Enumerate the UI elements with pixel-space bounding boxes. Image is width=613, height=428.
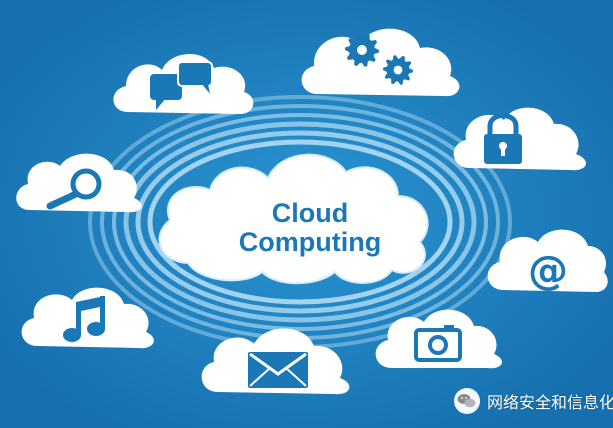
- at-sign-icon: @: [528, 248, 568, 294]
- central-cloud: Cloud Computing: [158, 153, 429, 285]
- watermark: 网络安全和信息化: [453, 383, 613, 419]
- concentric-ring: [135, 130, 465, 314]
- chat-bubbles-icon: [150, 61, 213, 110]
- magnifier-icon: [46, 168, 102, 210]
- diagram-title-line1: Cloud: [272, 198, 348, 228]
- diagram-title-line2: Computing: [239, 227, 381, 257]
- concentric-rings: [88, 95, 512, 349]
- cloud-mail: [201, 328, 350, 395]
- camera-icon: [414, 325, 462, 362]
- envelope-icon: [248, 352, 308, 388]
- concentric-ring: [112, 113, 488, 331]
- watermark-text: 网络安全和信息化: [487, 393, 613, 412]
- concentric-ring: [123, 121, 477, 323]
- cloud-camera: [375, 309, 502, 369]
- cloud-search: [16, 153, 142, 213]
- cloud-email-at: @: [487, 229, 608, 294]
- cloud-lock: [453, 107, 587, 171]
- gears-icon: [345, 33, 413, 85]
- music-note-icon: [63, 296, 105, 342]
- cloud-gears: [301, 28, 460, 97]
- lock-icon: [484, 113, 522, 164]
- concentric-ring: [147, 139, 453, 305]
- wechat-logo-icon: [454, 388, 480, 414]
- cloud-music: [21, 287, 154, 349]
- cloud-chat: [113, 53, 254, 114]
